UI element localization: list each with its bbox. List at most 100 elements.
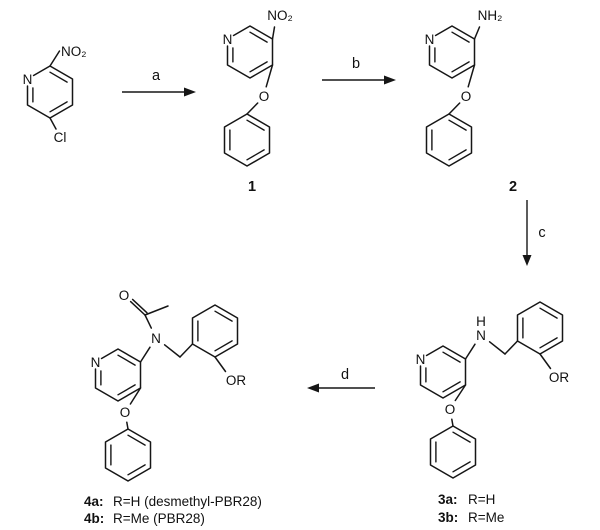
ch2-aryl-bond (504, 340, 519, 355)
compound-caption-r: R=H (desmethyl-PBR28) (113, 494, 262, 509)
step-label-d: d (341, 367, 349, 383)
aromatic-double-bond (442, 351, 461, 363)
aromatic-double-bond (249, 61, 268, 73)
nitro-group-label: NO₂ (61, 44, 87, 59)
ring-nitrogen-label: N (416, 352, 426, 367)
compound-3: N H N OR O 3a: R=H 3b: R=Me (416, 301, 570, 525)
step-label-c: c (538, 225, 545, 241)
nitro-group-label: NO₂ (267, 8, 293, 23)
compound-caption-id: 3a: (438, 492, 458, 507)
n-ch2-bond (488, 341, 506, 355)
n-carbonyl-bond (144, 314, 153, 329)
pyridine-ring (428, 25, 476, 79)
pyridine-ring (26, 65, 74, 119)
aromatic-double-bond (452, 431, 471, 443)
phenyl-ring (223, 113, 271, 167)
arrow-head (384, 75, 396, 85)
ether-bond (129, 387, 142, 405)
pyridine-ring (226, 25, 274, 79)
pyridine-ring (94, 348, 142, 402)
carbonyl-oxygen-label: O (119, 288, 130, 303)
ring-nitrogen-label: N (23, 72, 33, 87)
compound-number: 1 (248, 179, 256, 195)
reaction-arrow-c: c (522, 200, 546, 266)
aromatic-double-bond (49, 101, 68, 113)
compound-caption-id: 3b: (438, 510, 458, 525)
compound-1: N NO₂ O 1 (223, 8, 293, 195)
compound-4: N N O OR O 4a: R=H (desmethyl-PBR28) 4b:… (84, 288, 262, 526)
compound-caption-id: 4b: (84, 511, 104, 526)
chloro-label: Cl (54, 130, 67, 145)
carbonyl-double-bond (129, 300, 146, 316)
c-n-bond (139, 346, 151, 363)
ring-nitrogen-label: N (223, 32, 233, 47)
pyridine-ring (419, 345, 467, 399)
aromatic-double-bond (452, 461, 471, 473)
ether-oxygen-label: O (120, 405, 131, 420)
aromatic-double-bond (249, 31, 268, 43)
arrow-head (184, 87, 196, 97)
aromatic-double-bond (214, 340, 233, 352)
ring-nitrogen-label: N (425, 32, 435, 47)
ether-bond (467, 64, 476, 88)
step-label-a: a (152, 68, 161, 84)
ether-bond (448, 102, 461, 115)
ether-bond (246, 102, 259, 115)
reaction-arrow-b: b (322, 56, 396, 85)
compound-2: N NH₂ O 2 (425, 8, 517, 195)
or-group-label: OR (549, 370, 570, 385)
aromatic-double-bond (117, 384, 136, 396)
ether-oxygen-label: O (461, 89, 472, 104)
reaction-arrow-d: d (307, 367, 375, 393)
phenyl-ring (429, 425, 477, 479)
reaction-arrow-a: a (122, 68, 196, 97)
nitro-bond (271, 26, 276, 40)
phenyl-ring (104, 428, 152, 482)
aromatic-double-bond (246, 119, 265, 131)
ether-oxygen-label: O (445, 402, 456, 417)
ether-oxygen-label: O (259, 89, 270, 104)
aromatic-double-bond (127, 434, 146, 446)
aromatic-double-bond (448, 119, 467, 131)
methyl-bond (144, 305, 169, 316)
aromatic-double-bond (539, 307, 558, 319)
phenyl-ring (425, 113, 473, 167)
aromatic-double-bond (214, 310, 233, 322)
amide-nitrogen-label: N (151, 331, 161, 346)
compound-caption-r: R=Me (468, 510, 504, 525)
ch2-aryl-bond (179, 343, 194, 358)
aromatic-double-bond (246, 149, 265, 161)
aromatic-double-bond (49, 71, 68, 83)
ether-bond (126, 421, 129, 430)
aromatic-double-bond (451, 31, 470, 43)
ether-bond (454, 384, 467, 402)
amine-nitrogen-label: N (476, 328, 486, 343)
c-n-bond (464, 343, 476, 360)
carbonyl-double-bond (131, 298, 148, 314)
arrow-head (522, 255, 532, 266)
n-ch2-bond (163, 344, 181, 358)
compound-number: 2 (509, 179, 517, 195)
aromatic-double-bond (451, 61, 470, 73)
or-group-label: OR (226, 373, 247, 388)
amine-group-label: NH₂ (478, 8, 503, 23)
or-bond (214, 356, 227, 373)
aromatic-double-bond (448, 149, 467, 161)
ether-bond (451, 418, 454, 427)
amine-bond (473, 26, 481, 40)
nitro-bond (49, 50, 61, 67)
benzene-ring (516, 301, 564, 355)
aromatic-double-bond (127, 464, 146, 476)
aromatic-double-bond (117, 354, 136, 366)
ether-bond (265, 64, 274, 88)
step-label-b: b (352, 56, 360, 72)
compound-caption-r: R=Me (PBR28) (113, 511, 205, 526)
compound-caption-id: 4a: (84, 494, 104, 509)
or-bond (539, 353, 552, 370)
benzene-ring (191, 304, 239, 358)
aromatic-double-bond (442, 381, 461, 393)
arrow-head (307, 383, 319, 393)
compound-start: N NO₂ Cl (23, 44, 87, 145)
